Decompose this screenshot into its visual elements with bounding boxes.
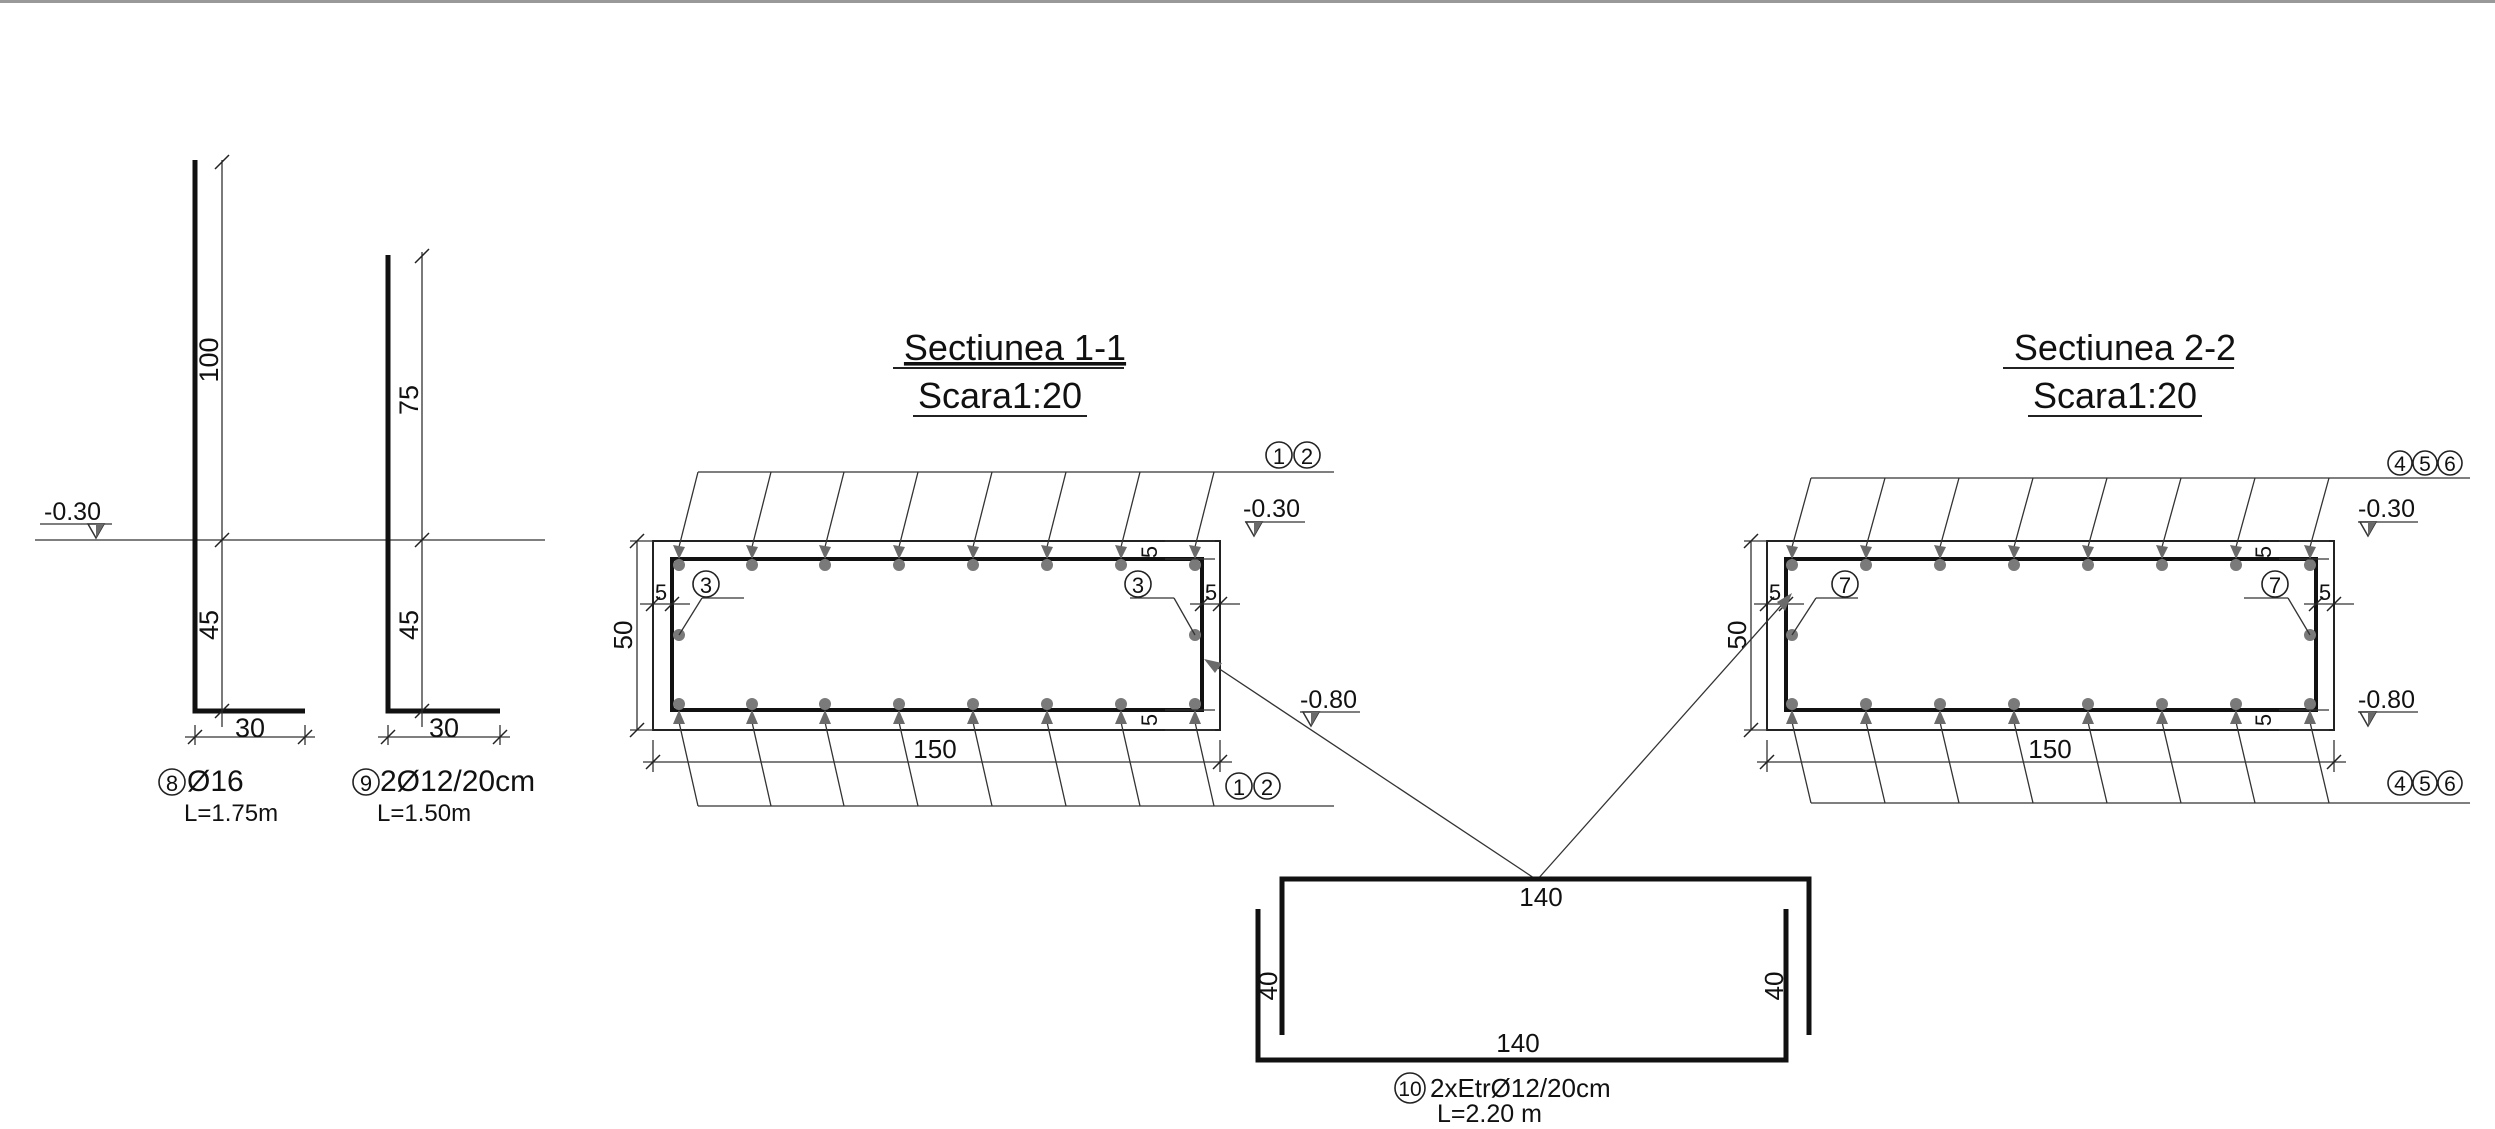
svg-text:-0.80: -0.80: [2358, 686, 2415, 714]
svg-text:5: 5: [1205, 580, 1217, 605]
stirrup-lower-bar: [1255, 909, 1789, 1063]
svg-text:150: 150: [913, 734, 956, 764]
section2-scale: Scara1:20: [2033, 375, 2197, 416]
bar8-shape: 100 45 30 8 Ø16 L=1.75m: [158, 154, 315, 827]
level-marker-icon: [87, 523, 105, 539]
bar8-length: L=1.75m: [184, 800, 278, 827]
ground-level-label: -0.30: [44, 498, 101, 526]
svg-text:-0.30: -0.30: [2358, 495, 2415, 523]
section-1-1: Sectiunea 1-1 Scara1:20 1 2: [608, 327, 1360, 807]
section1-concrete-outline: [652, 540, 1221, 731]
section2-concrete-outline: [1766, 540, 2335, 731]
stirrup-left-leg: 40: [1253, 972, 1283, 1001]
stirrup-top-length: 140: [1519, 882, 1562, 912]
section2-level-top: -0.30: [2358, 495, 2418, 537]
section1-side-mark-right: 3: [1124, 570, 1196, 636]
section-2-2: Sectiunea 2-2 Scara1:20 4 5 6: [1722, 327, 2470, 804]
stirrup-length: L=2.20 m: [1437, 1100, 1542, 1128]
section1-bottom-marks: 1 2: [1225, 772, 1281, 800]
svg-text:5: 5: [2419, 453, 2431, 476]
svg-text:5: 5: [2251, 546, 2276, 558]
section2-side-mark-right: 7: [2244, 570, 2311, 636]
svg-text:4: 4: [2394, 773, 2406, 796]
bar8-desc: Ø16: [187, 765, 244, 798]
bar9-desc: 2Ø12/20cm: [380, 765, 535, 798]
bar9-dim-foot: 30: [429, 713, 459, 743]
bar9-dim-top: 75: [394, 385, 424, 415]
svg-text:5: 5: [1137, 714, 1162, 726]
section1-scale: Scara1:20: [918, 375, 1082, 416]
stirrup-detail: 140 140 40 40 10 2xEtrØ12/20cm L=2.20 m: [1204, 593, 1812, 1128]
bar9-dim-bottom: 45: [394, 610, 424, 640]
bar8-dim-bottom: 45: [194, 610, 224, 640]
svg-text:5: 5: [1137, 546, 1162, 558]
bar9-length: L=1.50m: [377, 800, 471, 827]
stirrup-leader-left: [1211, 663, 1538, 881]
svg-text:5: 5: [2251, 714, 2276, 726]
section1-top-leaders: [673, 471, 1334, 559]
stirrup-desc: 2xEtrØ12/20cm: [1430, 1073, 1611, 1103]
svg-text:5: 5: [655, 580, 667, 605]
section2-dimensions: 50 150 5 5 5 5: [1722, 533, 2354, 772]
section1-bottom-leaders: [673, 710, 1334, 807]
ground-level-group: -0.30: [35, 498, 545, 541]
svg-text:3: 3: [700, 573, 712, 598]
bar8-dim-foot: 30: [235, 713, 265, 743]
stirrup-bottom-length: 140: [1496, 1028, 1539, 1058]
svg-text:4: 4: [2394, 453, 2406, 476]
svg-text:50: 50: [608, 621, 638, 650]
svg-text:-0.80: -0.80: [1300, 686, 1357, 714]
svg-text:1: 1: [1273, 444, 1285, 469]
section2-rebar-dots: [1786, 559, 2316, 710]
section2-top-marks: 4 5 6: [2387, 450, 2463, 476]
stirrup-right-leg: 40: [1759, 972, 1789, 1001]
stirrup-upper-bar: [1279, 876, 1812, 1035]
section1-stirrup: [670, 557, 1204, 712]
section2-title: Sectiunea 2-2: [2014, 327, 2236, 368]
svg-text:3: 3: [1132, 573, 1144, 598]
svg-text:6: 6: [2444, 453, 2456, 476]
section2-level-bottom: -0.80: [2358, 686, 2418, 727]
svg-text:6: 6: [2444, 773, 2456, 796]
svg-text:1: 1: [1233, 775, 1245, 800]
section2-side-mark-left: 7: [1791, 570, 1859, 636]
svg-text:5: 5: [2419, 773, 2431, 796]
svg-text:-0.30: -0.30: [1243, 495, 1300, 523]
section1-dimensions: 50 150 5 5 5 5: [608, 533, 1240, 772]
section1-side-mark-left: 3: [678, 570, 744, 636]
svg-text:7: 7: [1839, 573, 1851, 598]
section1-level-top: -0.30: [1243, 495, 1305, 537]
section1-title: Sectiunea 1-1: [904, 327, 1126, 368]
svg-text:5: 5: [1769, 580, 1781, 605]
svg-text:7: 7: [2269, 573, 2281, 598]
section1-level-bottom: -0.80: [1300, 686, 1360, 727]
section2-stirrup: [1784, 557, 2318, 712]
stirrup-leader-right: [1536, 599, 1787, 881]
svg-text:5: 5: [2319, 580, 2331, 605]
bar8-dim-top: 100: [194, 337, 224, 382]
bar9-mark: 9: [360, 771, 372, 796]
svg-text:2: 2: [1301, 444, 1313, 469]
section1-top-marks: 1 2: [1265, 441, 1321, 469]
section2-top-leaders: [1786, 477, 2470, 559]
svg-text:150: 150: [2028, 734, 2071, 764]
stirrup-mark: 10: [1398, 1078, 1421, 1101]
bar9-shape: 75 45 30 9 2Ø12/20cm L=1.50m: [352, 248, 535, 827]
svg-text:2: 2: [1261, 775, 1273, 800]
section1-rebar-dots: [673, 559, 1201, 710]
svg-text:50: 50: [1722, 621, 1752, 650]
bar8-mark: 8: [166, 771, 178, 796]
section2-bottom-marks: 4 5 6: [2387, 770, 2463, 796]
